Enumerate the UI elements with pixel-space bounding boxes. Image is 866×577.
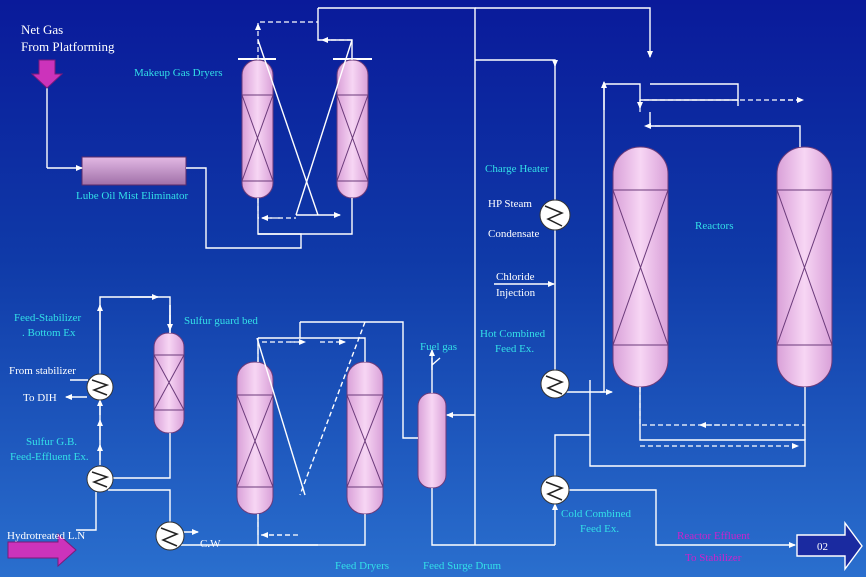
hot-cfe-label-line1: Hot Combined — [480, 328, 546, 340]
feed-stabilizer-bottom-exchanger-icon — [86, 373, 114, 401]
sulfur-guard-bed-label: Sulfur guard bed — [184, 315, 258, 327]
chloride-label: Chloride — [496, 271, 535, 283]
feed-stabilizer-label-line2: . Bottom Ex — [22, 327, 76, 339]
makeup-gas-dryer-2 — [333, 58, 372, 199]
lube-oil-label: Lube Oil Mist Eliminator — [76, 190, 188, 202]
hydrotreated-label: Hydrotreated L.N — [7, 530, 85, 542]
fuel-gas-label: Fuel gas — [420, 341, 457, 353]
sulfur-gb-feed-effluent-exchanger-icon — [86, 465, 114, 493]
feed-dryer-2 — [346, 361, 384, 515]
from-stabilizer-label: From stabilizer — [9, 365, 76, 377]
to-stabilizer-arrow-icon — [796, 520, 863, 572]
charge-heater-label: Charge Heater — [485, 163, 549, 175]
cw-label: C.W — [200, 538, 221, 550]
page-ref-label: 02 — [817, 541, 828, 553]
to-stabilizer-label: To Stabilizer — [685, 552, 742, 564]
cold-cfe-label-line2: Feed Ex. — [580, 523, 619, 535]
reactor-1 — [612, 146, 669, 388]
to-dih-label: To DIH — [23, 392, 57, 404]
cold-cfe-label-line1: Cold Combined — [561, 508, 631, 520]
hot-combined-feed-exchanger-icon — [540, 369, 570, 399]
hot-cfe-label-line2: Feed Ex. — [495, 343, 534, 355]
makeup-gas-dryer-1 — [238, 58, 276, 199]
hp-steam-label: HP Steam — [488, 198, 532, 210]
feed-dryers-label: Feed Dryers — [335, 560, 389, 572]
charge-heater-icon — [539, 199, 571, 231]
feed-dryer-1 — [236, 361, 274, 515]
feed-stabilizer-label-line1: Feed-Stabilizer — [14, 312, 82, 324]
net-gas-inlet-arrow-icon — [30, 59, 64, 89]
regeneration-piping — [255, 21, 805, 538]
net-gas-label-line1: Net Gas — [21, 22, 63, 37]
feed-surge-drum — [417, 392, 447, 489]
reactor-effluent-label: Reactor Effluent — [677, 530, 750, 542]
reactors-label: Reactors — [695, 220, 733, 232]
sulfur-gb-label-line1: Sulfur G.B. — [26, 436, 77, 448]
sulfur-gb-label-line2: Feed-Effluent Ex. — [10, 451, 89, 463]
sulfur-guard-bed — [153, 332, 185, 434]
hydrotreated-inlet-arrow-icon — [7, 532, 77, 568]
lube-oil-mist-eliminator — [81, 156, 187, 186]
cooling-water-exchanger-icon — [155, 521, 185, 551]
net-gas-label-line2: From Platforming — [21, 39, 115, 54]
makeup-gas-dryers-label: Makeup Gas Dryers — [134, 67, 223, 79]
piping — [46, 7, 806, 548]
cold-combined-feed-exchanger-icon — [540, 475, 570, 505]
feed-surge-drum-label: Feed Surge Drum — [423, 560, 501, 572]
reactor-2 — [776, 146, 833, 388]
injection-label: Injection — [496, 287, 536, 299]
condensate-label: Condensate — [488, 228, 539, 240]
